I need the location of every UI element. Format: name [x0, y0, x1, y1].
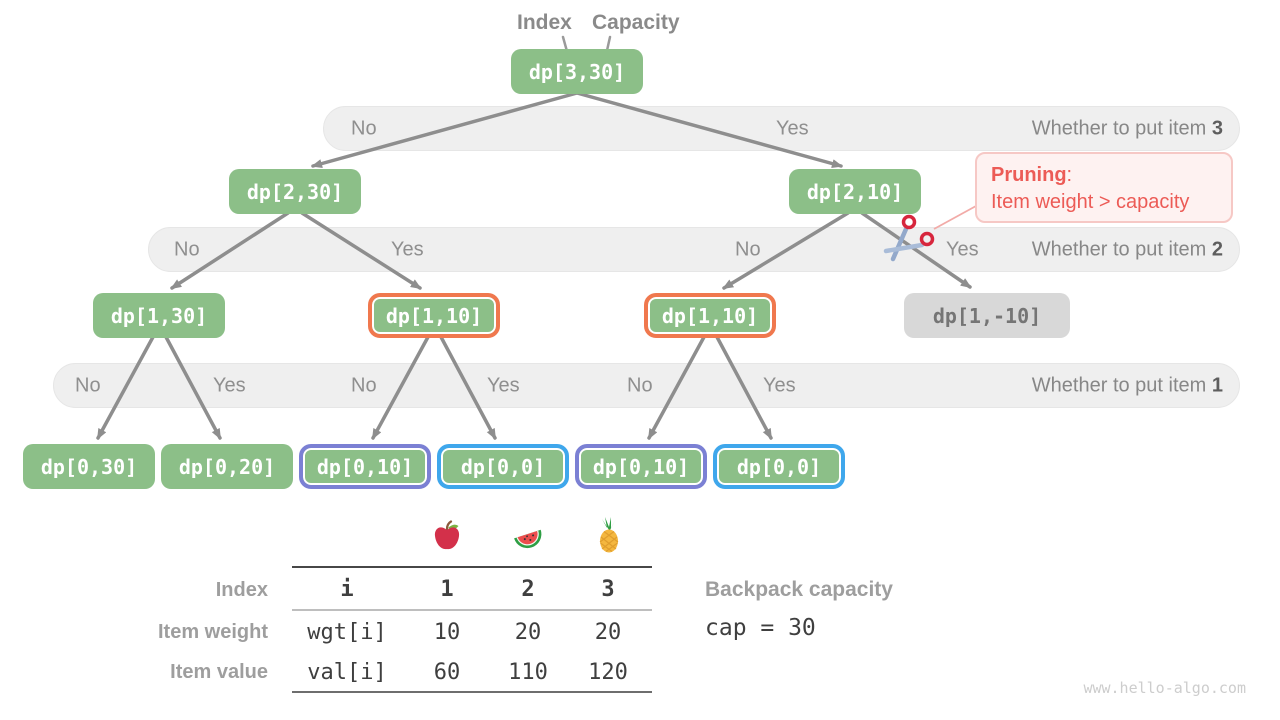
node-dp-2-30: dp[2,30]	[229, 169, 361, 214]
capacity-header-label: Capacity	[592, 11, 680, 34]
band1-no-3-label: No	[627, 374, 653, 396]
table-row-header-weight: Item weight	[157, 621, 268, 643]
node-dp-0-0-right: dp[0,0]	[713, 444, 845, 489]
band1-yes-2-label: Yes	[487, 374, 520, 396]
table-rule-top	[292, 566, 652, 568]
node-dp-1-10-right: dp[1,10]	[644, 293, 776, 338]
node-dp-1-neg10: dp[1,-10]	[904, 293, 1070, 338]
watermelon-icon	[514, 529, 542, 549]
table-cell-index-3: 3	[601, 577, 615, 602]
node-dp-1-10-left: dp[1,10]	[368, 293, 500, 338]
band1-yes-3-label: Yes	[763, 374, 796, 396]
band3-no-label: No	[351, 117, 377, 139]
pineapple-icon	[599, 517, 619, 553]
pruning-callout: Pruning: Item weight > capacity	[975, 152, 1233, 223]
table-rule-middle	[292, 609, 652, 611]
decision-band-item-3: No Yes Whether to put item 3	[323, 106, 1240, 151]
watermark-url: www.hello-algo.com	[1083, 679, 1246, 697]
band1-caption: Whether to put item 1	[1031, 374, 1223, 396]
table-row-header-index: Index	[215, 579, 268, 601]
table-cell-var-i: i	[340, 577, 354, 602]
decision-band-item-1: No Yes No Yes No Yes Whether to put item…	[53, 363, 1240, 408]
table-cell-index-1: 1	[440, 577, 454, 602]
band1-yes-1-label: Yes	[213, 374, 246, 396]
node-dp-0-0-left: dp[0,0]	[437, 444, 569, 489]
node-dp-3-30: dp[3,30]	[511, 49, 643, 94]
table-rule-bottom	[292, 691, 652, 693]
table-cell-var-val: val[i]	[307, 660, 387, 685]
node-dp-1-30: dp[1,30]	[93, 293, 225, 338]
index-header-label: Index	[517, 11, 572, 34]
pruning-connector-line	[933, 205, 977, 230]
node-dp-0-10-left: dp[0,10]	[299, 444, 431, 489]
backpack-capacity-code: cap = 30	[705, 615, 816, 641]
band2-yes-right-label: Yes	[946, 238, 979, 260]
table-cell-var-wgt: wgt[i]	[307, 620, 387, 645]
band2-no-left-label: No	[174, 238, 200, 260]
table-cell-val-2: 110	[508, 660, 548, 685]
table-cell-val-1: 60	[433, 660, 461, 685]
node-dp-2-10: dp[2,10]	[789, 169, 921, 214]
table-cell-val-3: 120	[588, 660, 628, 685]
scissors-icon	[883, 214, 935, 262]
table-cell-wgt-3: 20	[594, 620, 622, 645]
table-cell-wgt-2: 20	[514, 620, 542, 645]
node-dp-0-30: dp[0,30]	[23, 444, 155, 489]
band3-yes-label: Yes	[776, 117, 809, 139]
band1-no-2-label: No	[351, 374, 377, 396]
node-dp-0-20: dp[0,20]	[161, 444, 293, 489]
table-cell-wgt-1: 10	[433, 620, 461, 645]
band3-caption: Whether to put item 3	[1031, 117, 1223, 139]
decision-band-item-2: No Yes No Yes Whether to put item 2	[148, 227, 1240, 272]
table-cell-index-2: 2	[521, 577, 535, 602]
band1-no-1-label: No	[75, 374, 101, 396]
node-dp-0-10-right: dp[0,10]	[575, 444, 707, 489]
band2-no-right-label: No	[735, 238, 761, 260]
backpack-capacity-label: Backpack capacity	[705, 578, 893, 601]
band2-caption: Whether to put item 2	[1031, 238, 1223, 260]
band2-yes-left-label: Yes	[391, 238, 424, 260]
table-row-header-value: Item value	[170, 661, 268, 683]
apple-icon	[434, 520, 460, 550]
